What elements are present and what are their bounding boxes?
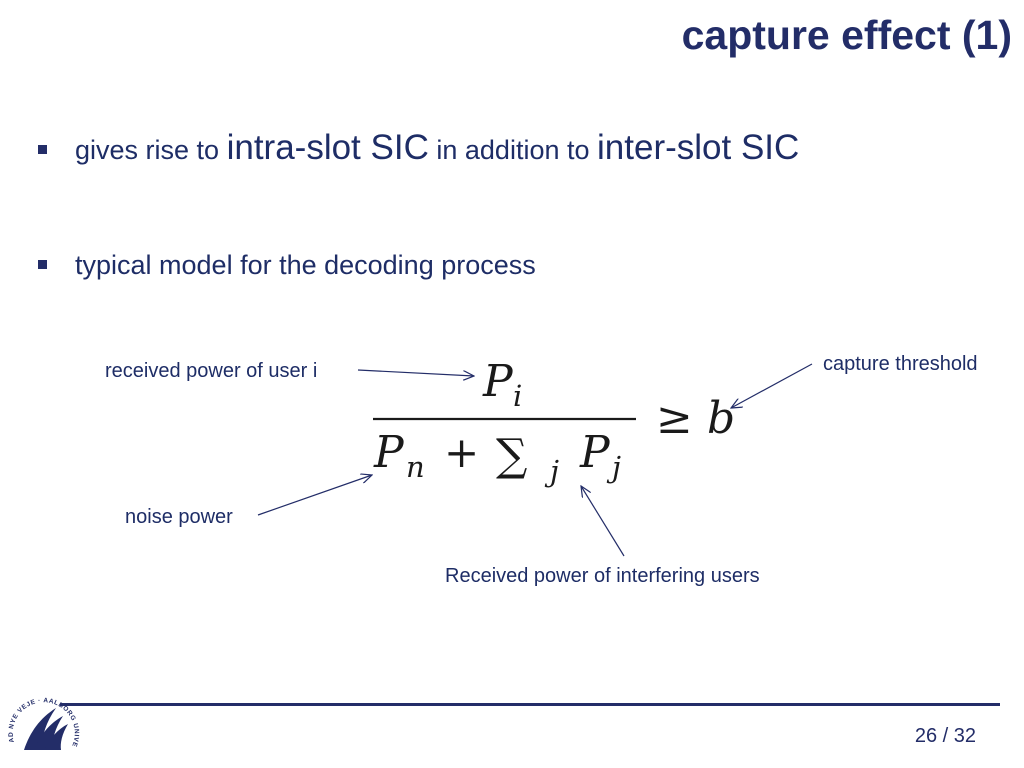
denominator-var2: P [579, 427, 611, 478]
footer-divider [60, 703, 1000, 706]
arrow-to-threshold [731, 363, 813, 408]
sum-sub: j [544, 454, 559, 488]
slide-title: capture effect (1) [681, 12, 1012, 58]
page-number: 26 / 32 [914, 725, 976, 747]
arrow-to-noise [257, 475, 372, 516]
relation-sign: ≥ [656, 393, 693, 444]
annotation-interfering-power: Received power of interfering users [445, 565, 760, 587]
university-logo-icon: AD NYE VEJE · AALBORG UNIVERSITET [0, 680, 79, 750]
threshold-var: b [707, 393, 735, 444]
denominator-var1: P [373, 427, 405, 478]
sum-sign: ∑ [496, 430, 527, 481]
numerator-sub: i [513, 379, 522, 413]
bullet-decoding-model: typical model for the decoding process [38, 250, 536, 281]
bullet-text-part4: inter-slot SIC [597, 128, 800, 167]
bullet-marker [38, 260, 47, 269]
numerator-var: P [482, 356, 514, 407]
bullet-marker [38, 145, 47, 154]
annotation-received-power: received power of user i [105, 360, 318, 382]
arrow-to-interference [581, 486, 625, 557]
arrow-to-numerator [357, 369, 474, 376]
annotation-noise-power: noise power [125, 506, 233, 528]
bullet-text: typical model for the decoding process [75, 250, 536, 280]
bullet-text-part1: gives rise to [75, 135, 220, 165]
bullet-intra-slot-sic: gives rise to intra-slot SIC in addition… [38, 128, 799, 168]
bullet-text-part2: intra-slot SIC [226, 128, 429, 167]
annotation-capture-threshold: capture threshold [823, 353, 978, 375]
denominator-sub1: n [406, 450, 425, 484]
plus-sign: + [444, 428, 479, 477]
bullet-text-part3: in addition to [436, 135, 590, 165]
